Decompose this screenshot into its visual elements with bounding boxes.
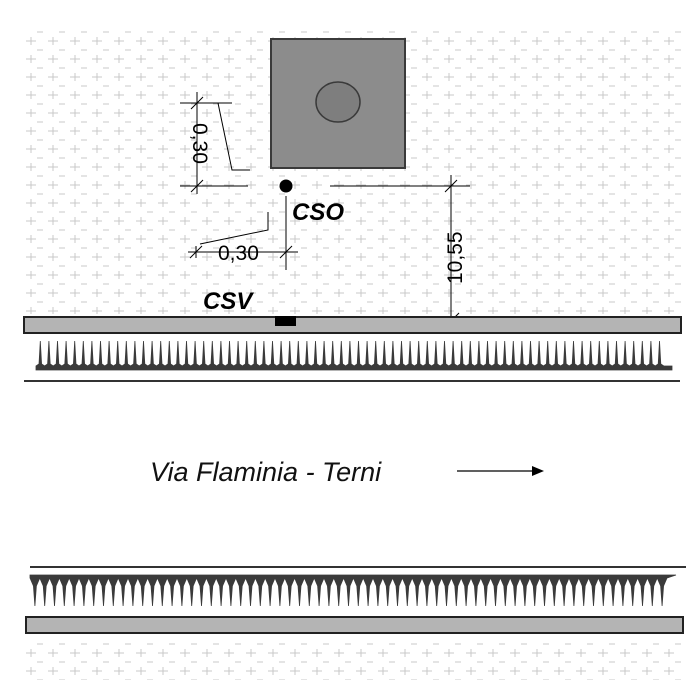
dimension-horizontal-offset [188, 196, 298, 270]
direction-arrow-icon [457, 466, 544, 476]
hedge-top [35, 340, 673, 371]
csv-marker-icon [275, 316, 296, 326]
curb-bottom [25, 616, 684, 634]
cso-marker-icon [279, 179, 293, 193]
manhole-cover [315, 81, 361, 123]
dimension-horizontal-offset-label: 0,30 [218, 242, 259, 265]
dimension-vertical-offset [180, 92, 250, 194]
cso-label: CSO [292, 199, 344, 226]
street-label: Via Flaminia - Terni [150, 457, 382, 487]
dimension-distance-label: 10,55 [444, 231, 467, 284]
hedge-spikes [29, 574, 677, 607]
csv-label: CSV [203, 288, 254, 315]
hedge-spikes [35, 340, 673, 371]
hedge-bottom [29, 574, 677, 607]
dimension-vertical-offset-label: 0,30 [188, 123, 211, 164]
curb-top [23, 316, 682, 334]
pavement-area-bottom [22, 640, 686, 680]
